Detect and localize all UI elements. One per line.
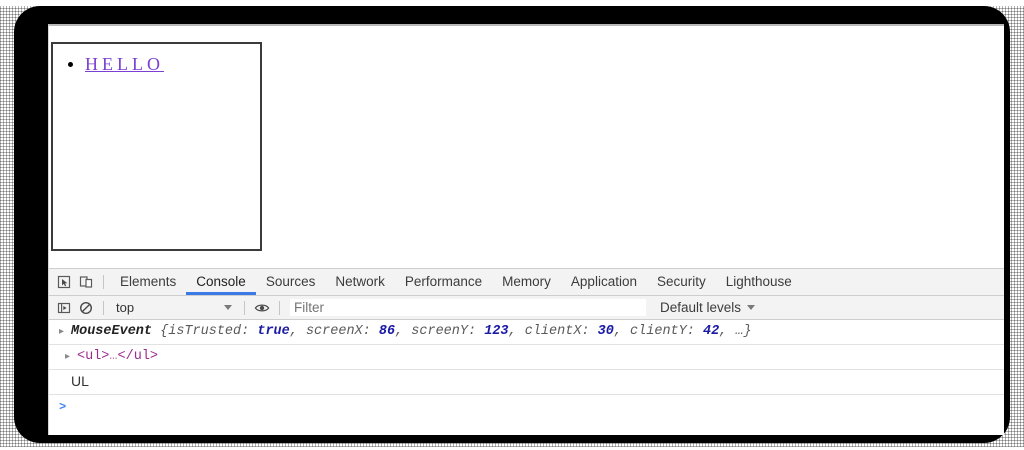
filterbar-divider-2 [244, 300, 245, 315]
tab-network[interactable]: Network [335, 274, 385, 289]
ul-node-message: <ul>…</ul> [77, 347, 158, 366]
seg-8: , clientY: [613, 324, 703, 339]
seg-7: 30 [597, 324, 614, 339]
devtools-panel: Elements Console Sources Network Perform… [49, 268, 1004, 435]
tab-performance[interactable]: Performance [404, 274, 483, 289]
seg-10: , …} [719, 324, 752, 339]
devtools-tabbar: Elements Console Sources Network Perform… [49, 269, 1004, 296]
console-row-ul-node[interactable]: ▸ <ul>…</ul> [49, 345, 1004, 370]
console-prompt-row[interactable]: > [49, 395, 1004, 418]
disclosure-triangle-icon[interactable]: ▸ [59, 326, 65, 337]
console-filter-bar: top Default levels [49, 296, 1004, 320]
prompt-chevron-icon: > [59, 399, 67, 414]
seg-9: 42 [702, 324, 720, 339]
seg-3: 86 [378, 324, 396, 339]
page-viewport: HELLO [49, 26, 1004, 268]
ul-ellipsis: … [109, 349, 118, 364]
tab-application[interactable]: Application [570, 274, 637, 289]
execution-context-select[interactable]: top [110, 298, 238, 317]
filter-input[interactable] [290, 299, 646, 316]
chevron-down-icon [747, 305, 756, 310]
log-levels-label: Default levels [660, 300, 742, 315]
seg-1: true [257, 324, 290, 339]
hello-link[interactable]: HELLO [85, 54, 164, 74]
disclosure-triangle-icon[interactable]: ▸ [65, 351, 71, 362]
seg-5: 123 [484, 324, 509, 339]
execution-context-label: top [116, 300, 135, 315]
object-name: MouseEvent [71, 324, 153, 339]
hello-list: HELLO [53, 44, 260, 75]
tab-lighthouse[interactable]: Lighthouse [725, 274, 792, 289]
console-row-mouseevent[interactable]: ▸ MouseEvent {isTrusted: true, screenX: … [49, 320, 1004, 345]
seg-4: , screenY: [395, 324, 485, 339]
ul-open-tag: <ul> [77, 349, 110, 364]
backdrop-mask-top [0, 0, 1024, 6]
backdrop-mask-bottom [0, 447, 1024, 450]
mouseevent-message: MouseEvent {isTrusted: true, screenX: 86… [71, 322, 752, 341]
live-expression-eye-icon[interactable] [251, 297, 273, 319]
ul-tagname-text: UL [71, 373, 89, 389]
tab-console[interactable]: Console [186, 269, 256, 295]
filterbar-divider-1 [103, 300, 104, 315]
device-bezel: HELLO [14, 6, 1010, 443]
inspect-element-icon[interactable] [53, 271, 75, 293]
seg-0: {isTrusted: [152, 324, 258, 339]
tab-elements[interactable]: Elements [120, 274, 177, 289]
console-message-list: ▸ MouseEvent {isTrusted: true, screenX: … [49, 320, 1004, 435]
list-item: HELLO [85, 54, 260, 75]
seg-2: , screenX: [289, 324, 379, 339]
browser-window: HELLO [48, 24, 1004, 435]
tab-memory[interactable]: Memory [502, 274, 551, 289]
filterbar-divider-3 [279, 300, 280, 315]
log-levels-select[interactable]: Default levels [660, 300, 761, 315]
console-sidebar-icon[interactable] [53, 297, 75, 319]
chevron-down-icon [224, 305, 232, 310]
clear-console-icon[interactable] [75, 297, 97, 319]
toolbar-divider [103, 275, 104, 289]
tab-security[interactable]: Security [656, 274, 706, 289]
ul-close-tag: </ul> [117, 349, 159, 364]
console-row-ul-text[interactable]: UL [49, 370, 1004, 395]
ul-element-box: HELLO [51, 42, 262, 251]
device-toolbar-icon[interactable] [75, 271, 97, 293]
tab-sources[interactable]: Sources [265, 274, 316, 289]
seg-6: , clientX: [508, 324, 598, 339]
